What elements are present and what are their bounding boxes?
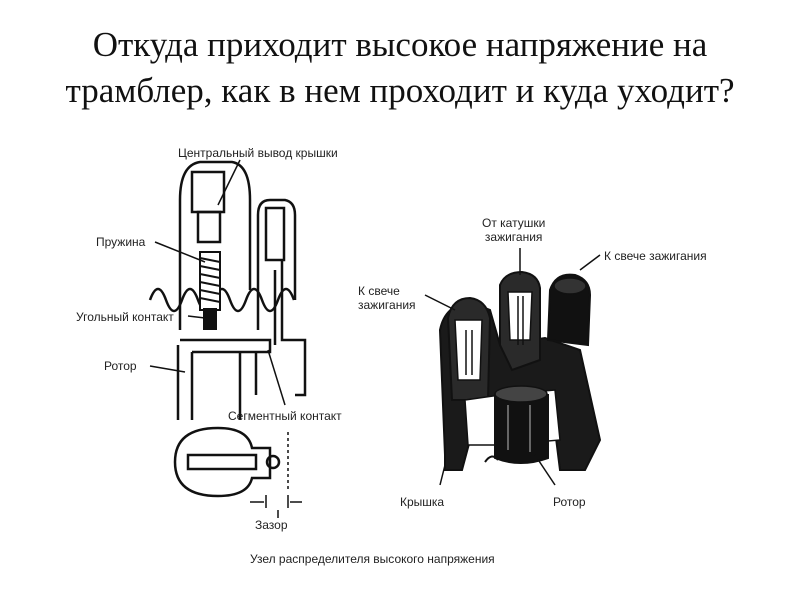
label-to-plug-left-line-1: К свече (358, 284, 400, 298)
label-carbon-contact: Угольный контакт (76, 310, 174, 324)
cap-wavy-edge (148, 287, 296, 313)
rotor-top-view (173, 426, 302, 508)
label-spring: Пружина (96, 235, 146, 249)
label-to-plug-right: К свече зажигания (604, 249, 707, 263)
label-gap: Зазор (255, 518, 288, 532)
rotor-section (176, 338, 272, 420)
right-cap-3d (438, 270, 602, 471)
label-to-plug-left: К свече зажигания (358, 284, 416, 312)
slide-title-line-1: Откуда приходит высокое напряжение на (92, 25, 708, 64)
label-rotor-right: Ротор (553, 495, 586, 509)
left-leader-lines (149, 159, 286, 518)
slide-title: Откуда приходит высокое напряжение на тр… (0, 22, 800, 114)
label-from-coil: От катушки зажигания (482, 216, 545, 244)
right-leader-lines (424, 248, 601, 486)
label-from-coil-line-2: зажигания (484, 230, 543, 244)
label-segment-contact: Сегментный контакт (228, 409, 342, 423)
slide-title-line-2: трамблер, как в нем проходит и куда уход… (65, 71, 735, 110)
label-from-coil-line-1: От катушки (482, 216, 546, 230)
label-central-terminal: Центральный вывод крышки (178, 146, 338, 160)
label-to-plug-left-line-2: зажигания (358, 298, 416, 312)
carbon-contact-shape (203, 308, 217, 330)
label-cap: Крышка (400, 495, 445, 509)
diagram-caption: Узел распределителя высокого напряжения (250, 552, 495, 566)
left-cross-section (178, 160, 307, 397)
label-rotor-left: Ротор (104, 359, 137, 373)
